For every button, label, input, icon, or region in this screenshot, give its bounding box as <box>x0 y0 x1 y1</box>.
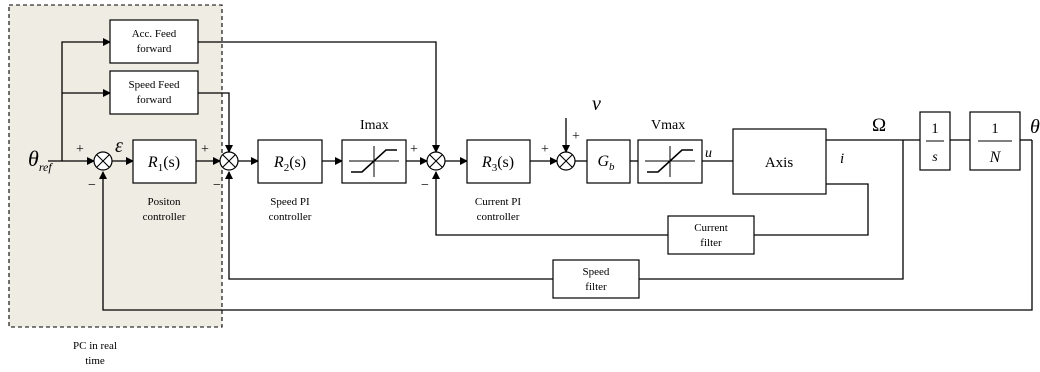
pc-realtime-caption-2: time <box>85 355 105 367</box>
speed-filter-block <box>552 259 640 299</box>
acc-ff-branch <box>61 38 111 161</box>
current-filter-text-2: filter <box>700 237 722 249</box>
acc-ff-text-2: forward <box>137 43 172 55</box>
sum2-minus: − <box>213 178 221 193</box>
gear-ratio-block: 1 N <box>969 111 1021 171</box>
pc-realtime-caption-1: PC in real <box>73 340 117 352</box>
speed-ff-text-1: Speed Feed <box>128 79 180 91</box>
axis-text: Axis <box>765 155 794 171</box>
imax-label: Imax <box>360 118 389 133</box>
r3-text: R3(s) <box>481 154 514 174</box>
r3-block <box>466 139 531 184</box>
sum-junction-4 <box>556 151 576 171</box>
sum3-minus: − <box>421 178 429 193</box>
wire-speed-fb <box>225 171 553 280</box>
wire-sff-s2 <box>198 92 233 153</box>
axis-block <box>732 128 827 195</box>
u-label: u <box>705 146 712 161</box>
r1-block <box>132 139 197 184</box>
acc-feedforward-block <box>109 19 199 64</box>
sum1-plus: + <box>76 142 84 157</box>
wire-i-filter <box>754 183 869 236</box>
sum1-minus: − <box>88 178 96 193</box>
wire-aff-s3 <box>198 41 440 153</box>
gear-num: 1 <box>991 121 999 137</box>
r1-text: R1(s) <box>147 154 180 174</box>
nu-label: ν <box>592 93 601 115</box>
epsilon-label: ε <box>115 135 123 157</box>
acc-ff-text-1: Acc. Feed <box>132 28 177 40</box>
position-controller-label-1: Positon <box>147 196 181 208</box>
i-label: i <box>840 151 844 167</box>
omega-label: Ω <box>872 115 886 136</box>
gb-text: Gb <box>597 153 615 173</box>
speed-controller-label-1: Speed PI <box>270 196 310 208</box>
sum3-plus: + <box>410 142 418 157</box>
sum4-plus-top: + <box>572 129 580 144</box>
r2-block <box>257 139 323 184</box>
gear-den: N <box>989 149 1002 166</box>
r2-text: R2(s) <box>273 154 306 174</box>
imax-saturation-block <box>341 139 407 184</box>
current-filter-text-1: Current <box>694 222 728 234</box>
integrator-block: 1 s <box>919 111 951 171</box>
speed-filter-text-1: Speed <box>583 266 610 278</box>
vmax-label: Vmax <box>651 118 685 133</box>
theta-ref-label: θref <box>28 146 53 174</box>
speed-ff-text-2: forward <box>137 94 172 106</box>
wire-cur-fb <box>432 171 668 236</box>
theta-output-label: θ <box>1030 116 1040 138</box>
current-controller-label-1: Current PI <box>475 196 521 208</box>
current-controller-label-2: controller <box>477 211 520 223</box>
speed-feedforward-block <box>109 70 199 115</box>
sum-junction-3 <box>426 151 446 171</box>
position-controller-label-2: controller <box>143 211 186 223</box>
sum-junction-2 <box>219 151 239 171</box>
sum-junction-1 <box>93 151 113 171</box>
wire-omega-filter <box>639 140 904 280</box>
sum4-plus-left: + <box>541 142 549 157</box>
gb-block <box>586 139 631 184</box>
wire-pos-fb <box>99 140 1033 311</box>
integrator-num: 1 <box>931 121 939 137</box>
current-filter-block <box>667 215 755 255</box>
integrator-den: s <box>932 150 938 165</box>
speed-controller-label-2: controller <box>269 211 312 223</box>
speed-filter-text-2: filter <box>585 281 607 293</box>
sum2-plus: + <box>201 142 209 157</box>
vmax-saturation-block <box>637 139 703 184</box>
